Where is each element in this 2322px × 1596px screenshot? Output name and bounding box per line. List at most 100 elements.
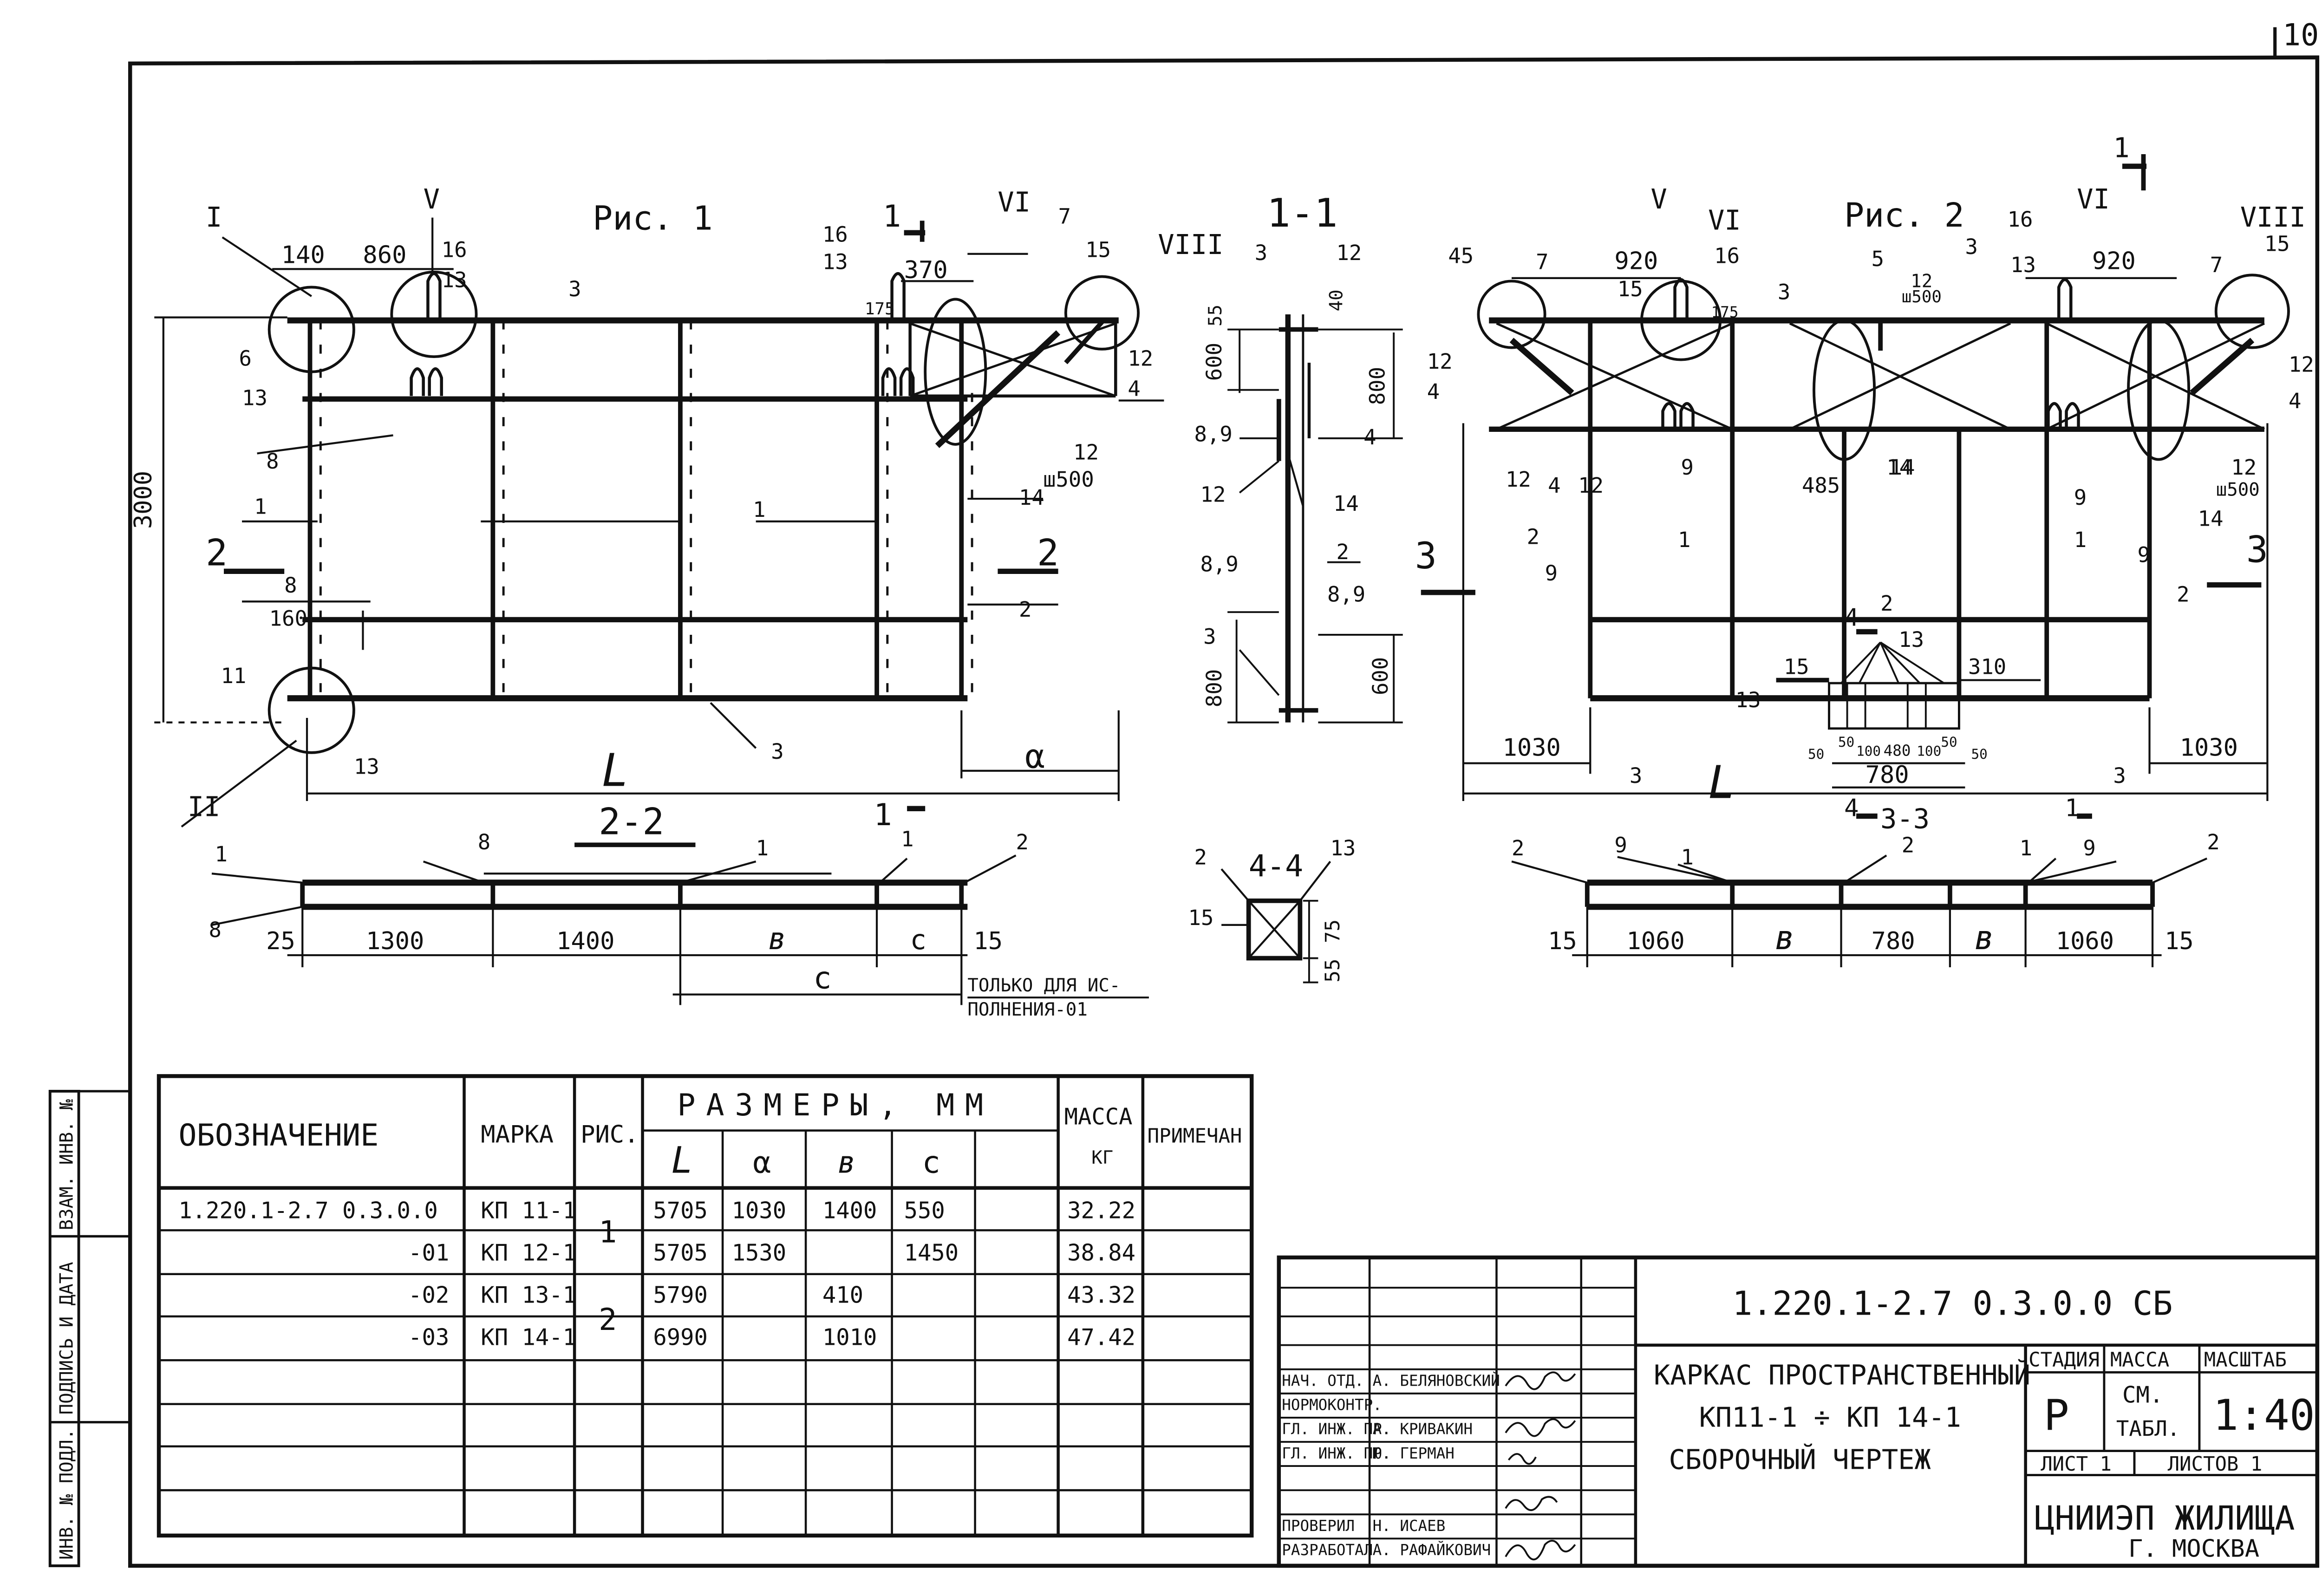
pos-label: 3 xyxy=(1630,763,1642,788)
sheet-number: ЛИСТ 1 xyxy=(2041,1453,2112,1475)
page-corner-number: 10 xyxy=(2283,18,2319,53)
cell-b: 410 xyxy=(822,1282,863,1309)
cut-label: 1 xyxy=(2065,795,2079,822)
cell-c: 1450 xyxy=(904,1239,959,1266)
fig2-drawing xyxy=(1421,154,2290,819)
dim-label: 800 xyxy=(1202,669,1226,707)
pos-label: 2 xyxy=(1194,845,1207,870)
table-header-mass-unit: КГ xyxy=(1091,1147,1113,1168)
pos-label: 12 xyxy=(1073,440,1099,464)
role-name: А. КРИВАКИН xyxy=(1373,1420,1473,1438)
dim-label: 15 xyxy=(2165,927,2194,955)
fig1-title: Рис. 1 xyxy=(593,199,713,238)
pos-label: 8 xyxy=(209,918,221,942)
dim-label: 40 xyxy=(1326,289,1347,311)
pos-label: 5 xyxy=(1872,247,1884,271)
pos-label: 8,9 xyxy=(1194,422,1233,446)
pos-label: 6 xyxy=(239,346,252,371)
cell-b: 1010 xyxy=(822,1324,877,1351)
pos-label: 4 xyxy=(1427,379,1440,404)
dim-label: 800 xyxy=(1365,367,1390,405)
cell-mark: КП 11-1 xyxy=(481,1197,576,1224)
pos-label: 1 xyxy=(1681,845,1694,870)
section-1-1-title: 1-1 xyxy=(1267,190,1338,236)
pos-label: 12 xyxy=(2231,455,2257,480)
pos-label: ш500 xyxy=(1043,467,1094,492)
pos-label: 9 xyxy=(2083,836,2095,860)
cell-mark: КП 14-1 xyxy=(481,1324,576,1351)
pos-label: 1 xyxy=(756,836,769,860)
role-name: Ю. ГЕРМАН xyxy=(1373,1445,1455,1462)
pos-label: 13 xyxy=(822,249,848,274)
pos-label: 1 xyxy=(254,495,267,519)
pos-label: 1 xyxy=(753,497,765,522)
signature-1 xyxy=(1505,1371,1576,1390)
pos-label: 14 xyxy=(1890,455,1915,480)
node-label: VIII xyxy=(2240,202,2306,233)
node-label: VI xyxy=(1708,205,1741,236)
section-3-3-title: 3-3 xyxy=(1880,803,1930,835)
dim-label: 175 xyxy=(1711,303,1739,321)
cell-L: 5790 xyxy=(653,1282,708,1309)
section-2-2-drawing xyxy=(211,842,1149,1005)
dim-label: 780 xyxy=(1865,761,1909,789)
pos-label: 12 xyxy=(1506,467,1531,492)
pos-label: 2 xyxy=(1336,540,1349,564)
role-name: А. РАФАЙКОВИЧ xyxy=(1373,1541,1491,1559)
cell-mass: 38.84 xyxy=(1067,1239,1135,1266)
pos-label: 8,9 xyxy=(1200,552,1239,576)
signature-2 xyxy=(1505,1418,1576,1437)
node-label: V xyxy=(1650,183,1667,215)
role-label: РАЗРАБОТАЛ xyxy=(1282,1541,1373,1559)
pos-label: 16 xyxy=(442,237,467,262)
node-label: II xyxy=(188,791,221,823)
dim-label: 15 xyxy=(1548,927,1577,955)
dim-label: 175 xyxy=(865,300,895,319)
node-label: V xyxy=(424,183,440,215)
stage-value: Р xyxy=(2044,1391,2069,1440)
pos-label: 1 xyxy=(901,827,913,852)
dim-label: 1030 xyxy=(2180,734,2238,762)
cell-mass: 32.22 xyxy=(1067,1197,1135,1224)
pos-label: 1 xyxy=(2074,528,2087,552)
dim-label: 45 xyxy=(1448,243,1474,268)
dim-label: 485 xyxy=(1802,473,1840,498)
table-header-sizes: РАЗМЕРЫ, ММ xyxy=(677,1088,994,1123)
dim-label: 75 xyxy=(1321,919,1344,943)
dim-label: 100 xyxy=(1856,743,1881,759)
drawing-name-line: СБОРОЧНЫЙ ЧЕРТЕЖ xyxy=(1669,1444,1931,1476)
dim-label: 3000 xyxy=(130,471,157,529)
dim-label: 50 xyxy=(1808,746,1824,762)
table-header-b: в xyxy=(837,1146,855,1180)
pos-label: 12 xyxy=(1911,271,1932,292)
pos-label: 2 xyxy=(1527,525,1539,549)
drawing-name-line: КП11-1 ÷ КП 14-1 xyxy=(1699,1401,1961,1433)
title-block xyxy=(1277,1255,2320,1568)
table-row: -01 КП 12-1 5705 1530 1450 38.84 xyxy=(408,1239,1135,1266)
section-4-4-drawing xyxy=(1220,860,1331,984)
cell-designation: -01 xyxy=(408,1239,449,1266)
pos-label: 12 xyxy=(2289,352,2314,377)
pos-label: 8 xyxy=(266,449,279,474)
note-line: ПОЛНЕНИЯ-01 xyxy=(967,999,1088,1020)
role-name: Н. ИСАЕВ xyxy=(1373,1517,1446,1535)
pos-label: 3 xyxy=(1255,241,1267,265)
spec-table xyxy=(157,1074,1254,1538)
table-row: -03 КП 14-1 6990 1010 47.42 xyxy=(408,1324,1135,1351)
cell-a: 1530 xyxy=(732,1239,787,1266)
section-1-1-drawing xyxy=(1227,314,1403,723)
pos-label: 13 xyxy=(2010,253,2036,277)
role-label: НОРМОКОНТР. xyxy=(1282,1396,1382,1414)
pos-label: 15 xyxy=(1784,655,1809,679)
cell-designation: -03 xyxy=(408,1324,449,1351)
cut-label: 2 xyxy=(1037,532,1059,574)
pos-label: 4 xyxy=(2289,389,2301,413)
dim-label: 55 xyxy=(1205,305,1226,326)
dim-label: 1400 xyxy=(556,927,614,955)
mass-value: ТАБЛ. xyxy=(2116,1416,2180,1441)
pos-label: 2 xyxy=(1019,597,1031,622)
cut-label: 1 xyxy=(874,798,892,833)
signature-5 xyxy=(1505,1540,1576,1561)
cell-mark: КП 13-1 xyxy=(481,1282,576,1309)
header-stage: СТАДИЯ xyxy=(2028,1348,2100,1371)
